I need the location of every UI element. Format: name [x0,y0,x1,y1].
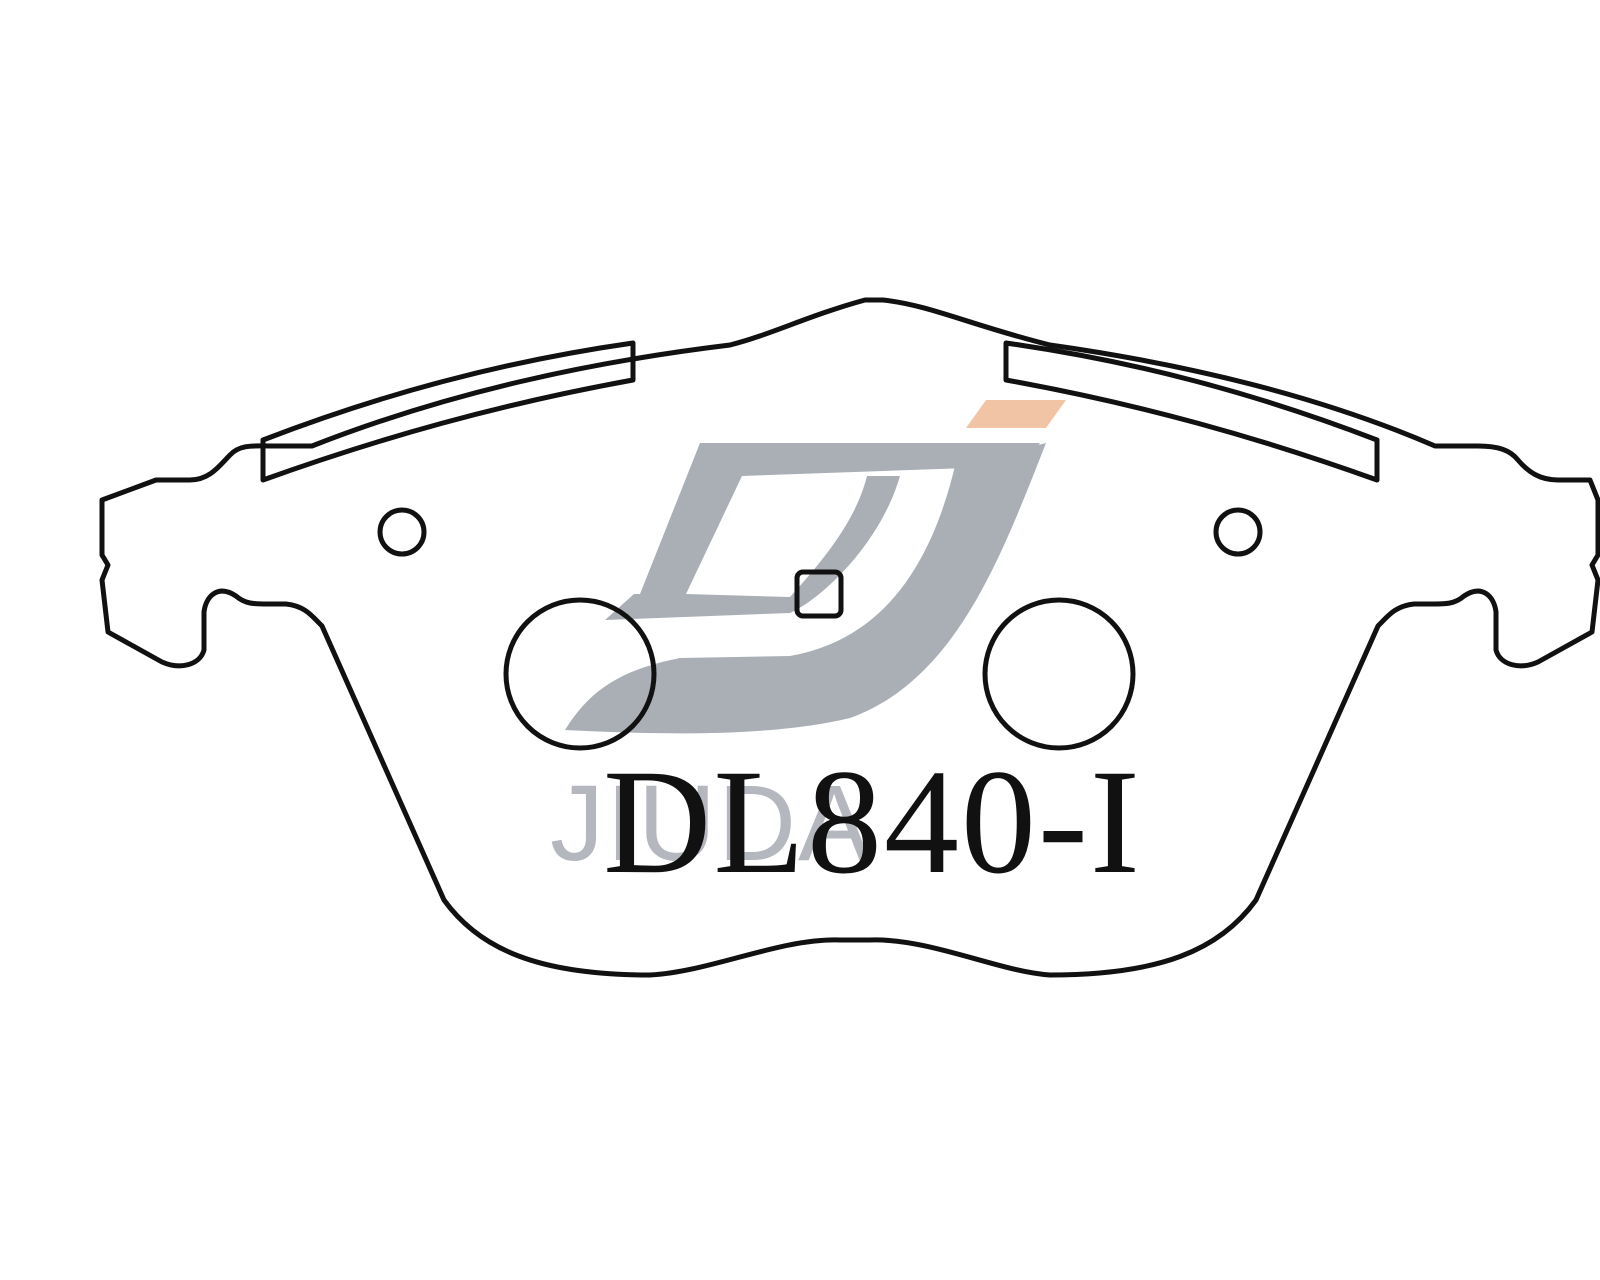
center-square-marker [794,569,844,619]
backing-plate-outline [99,297,1600,978]
left-piston-circle [503,597,657,751]
logo-accent [966,400,1066,428]
brand-name: JIUDA [550,762,872,883]
right-pin-hole [1213,507,1263,557]
left-slot-outline [260,340,636,483]
right-piston-circle [982,597,1136,751]
pad-outline [99,297,1600,978]
left-pin-hole [377,507,427,557]
logo-j-shape [565,443,1046,734]
right-slot-outline [1003,340,1380,483]
part-number-label: DL840-I [603,739,1142,905]
logo-d-shape [605,443,1040,620]
watermark-logo: JIUDA [550,400,1066,883]
